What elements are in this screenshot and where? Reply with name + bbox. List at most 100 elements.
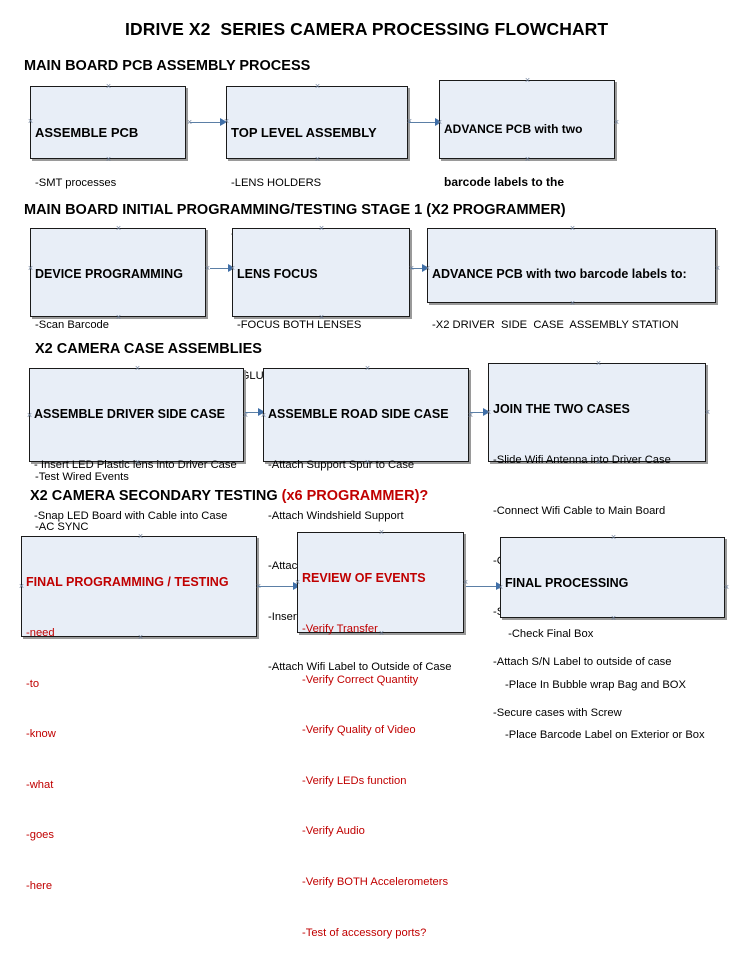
box-title: TOP LEVEL ASSEMBLY [231,125,377,140]
box-final-processing[interactable]: FINAL PROCESSING -Check Final Box -Place… [497,534,725,741]
box-lens-focus[interactable]: LENS FOCUS -FOCUS BOTH LENSES -GLUE LENS… [229,225,410,382]
connector-handle-left[interactable] [223,118,230,125]
box-line: -Attach Windshield Support [268,509,404,522]
connector-handle-right[interactable] [467,412,474,419]
box-title: ASSEMBLE PCB [35,125,139,140]
box-title: FINAL PROCESSING [505,576,629,590]
connector-handle-bottom[interactable] [595,459,602,466]
connector-handle-top[interactable] [378,529,385,536]
box-title: ASSEMBLE DRIVER SIDE CASE [34,407,226,421]
box-line: -Verify Transfer [302,623,378,635]
box-line: -to [26,677,40,690]
connector-handle-left[interactable] [424,265,431,272]
connector-handle-top[interactable] [314,83,321,90]
connector-handle-top[interactable] [318,225,325,232]
connector-handle-left[interactable] [18,583,25,590]
connector-handle-top[interactable] [105,83,112,90]
connector-handle-bottom[interactable] [610,615,617,622]
box-title: FINAL PROGRAMMING / TESTING [26,575,229,589]
connector-handle-right[interactable] [723,584,730,591]
box-title: DEVICE PROGRAMMING [35,267,183,281]
section-heading-main-board-initial-programming: MAIN BOARD INITIAL PROGRAMMING/TESTING S… [24,202,566,218]
box-line: -Check Final Box [505,628,594,640]
connector-handle-top[interactable] [134,365,141,372]
connector-handle-left[interactable] [27,118,34,125]
connector-handle-right[interactable] [462,579,469,586]
connector-handle-bottom[interactable] [364,459,371,466]
box-title: LENS FOCUS [237,267,318,281]
box-line: -know [26,728,56,741]
connector-handle-bottom[interactable] [524,156,531,163]
section-heading-x2-camera-case-assemblies: X2 CAMERA CASE ASSEMBLIES [35,341,262,357]
connector-handle-bottom[interactable] [115,314,122,321]
box-final-programming-testing[interactable]: FINAL PROGRAMMING / TESTING -need -to -k… [18,533,257,892]
connector-handle-top[interactable] [595,360,602,367]
connector-handle-bottom[interactable] [314,156,321,163]
box-line-overflow: -Test of accessory ports? [302,926,427,939]
box-line: -Verify Audio [302,825,365,838]
box-join-the-two-cases[interactable]: JOIN THE TWO CASES -Slide Wifi Antenna i… [485,360,706,719]
section-heading-accent: (x6 PROGRAMMER)? [281,488,429,504]
box-assemble-road-side-case[interactable]: ASSEMBLE ROAD SIDE CASE -Attach Support … [260,365,469,673]
connector-handle-left[interactable] [229,265,236,272]
connector-handle[interactable] [186,119,193,126]
connector-handle-bottom[interactable] [137,634,144,641]
connector-handle-left[interactable] [497,584,504,591]
box-line: - Insert LED Plastic lens into Driver Ca… [34,459,237,471]
box-line: -AC SYNC [35,521,89,534]
box-assemble-pcb[interactable]: ASSEMBLE PCB -SMT processes - HAND Solde… [27,83,186,290]
box-line: -LENS HOLDERS [231,177,322,189]
box-line: -goes [26,829,54,842]
section-heading-main-board-pcb-assembly: MAIN BOARD PCB ASSEMBLY PROCESS [24,58,311,74]
connector-handle-bottom[interactable] [134,459,141,466]
box-line: -what [26,778,54,791]
box-line: -Place Barcode Label on Exterior or Box [505,729,705,742]
connector-handle-top[interactable] [115,225,122,232]
box-line: -Slide Wifi Antenna into Driver Case [493,454,671,466]
connector-handle-top[interactable] [364,365,371,372]
connector-handle-bottom[interactable] [378,630,385,637]
box-title: ASSEMBLE ROAD SIDE CASE [268,407,449,421]
box-title: REVIEW OF EVENTS [302,571,426,585]
connector-handle-bottom[interactable] [569,300,576,307]
connector-handle-left[interactable] [485,409,492,416]
connector-handle-top[interactable] [569,225,576,232]
box-advance-pcb-to-driver-side-case[interactable]: ADVANCE PCB with two barcode labels to: … [424,225,716,331]
box-line: -Verify BOTH Accelerometers [302,875,449,888]
flowchart-canvas: IDRIVE X2 SERIES CAMERA PROCESSING FLOWC… [0,0,747,662]
connector-handle-right[interactable] [613,119,620,126]
connector-handle-bottom[interactable] [318,314,325,321]
box-line: -Test Wired Events [35,470,129,483]
connector-handle-bottom[interactable] [105,156,112,163]
connector-handle-top[interactable] [137,533,144,540]
connector-handle-left[interactable] [26,412,33,419]
box-line: -Scan Barcode [35,319,110,331]
box-line: -FOCUS BOTH LENSES [237,319,362,331]
connector-handle-right[interactable] [714,265,721,272]
connector-handle-left[interactable] [260,412,267,419]
box-line: barcode labels to the [444,174,565,189]
connector-handle-right[interactable] [704,409,711,416]
box-title: ADVANCE PCB with two barcode labels to: [432,267,687,281]
box-assemble-driver-side-case[interactable]: ASSEMBLE DRIVER SIDE CASE - Insert LED P… [26,365,244,623]
connector-handle-top[interactable] [524,77,531,84]
box-line: -Verify LEDs function [302,774,407,787]
section-heading-text: X2 CAMERA SECONDARY TESTING [30,488,282,504]
connector-handle-left[interactable] [436,119,443,126]
box-line: -SMT processes [35,177,117,189]
connector-handle-left[interactable] [294,579,301,586]
connector-handle-left[interactable] [27,265,34,272]
connector-handle-top[interactable] [610,534,617,541]
box-line: -need [26,627,55,639]
box-line: -Verify Quality of Video [302,724,416,737]
box-title: JOIN THE TWO CASES [493,402,630,416]
box-top-level-assembly[interactable]: TOP LEVEL ASSEMBLY -LENS HOLDERS -LENSES [223,83,408,240]
box-device-programming[interactable]: DEVICE PROGRAMMING -Scan Barcode -Boot L… [27,225,206,533]
box-line: -X2 DRIVER SIDE CASE ASSEMBLY STATION [432,319,679,331]
connector-handle-right[interactable] [242,412,249,419]
box-advance-pcb-to-x2-programming-station[interactable]: ADVANCE PCB with two barcode labels to t… [436,77,615,241]
page-title: IDRIVE X2 SERIES CAMERA PROCESSING FLOWC… [125,19,609,39]
box-line: -Place In Bubble wrap Bag and BOX [505,678,686,691]
box-review-of-events[interactable]: REVIEW OF EVENTS -Verify Transfer -Verif… [294,529,464,939]
box-title: ADVANCE PCB with two [444,122,583,136]
